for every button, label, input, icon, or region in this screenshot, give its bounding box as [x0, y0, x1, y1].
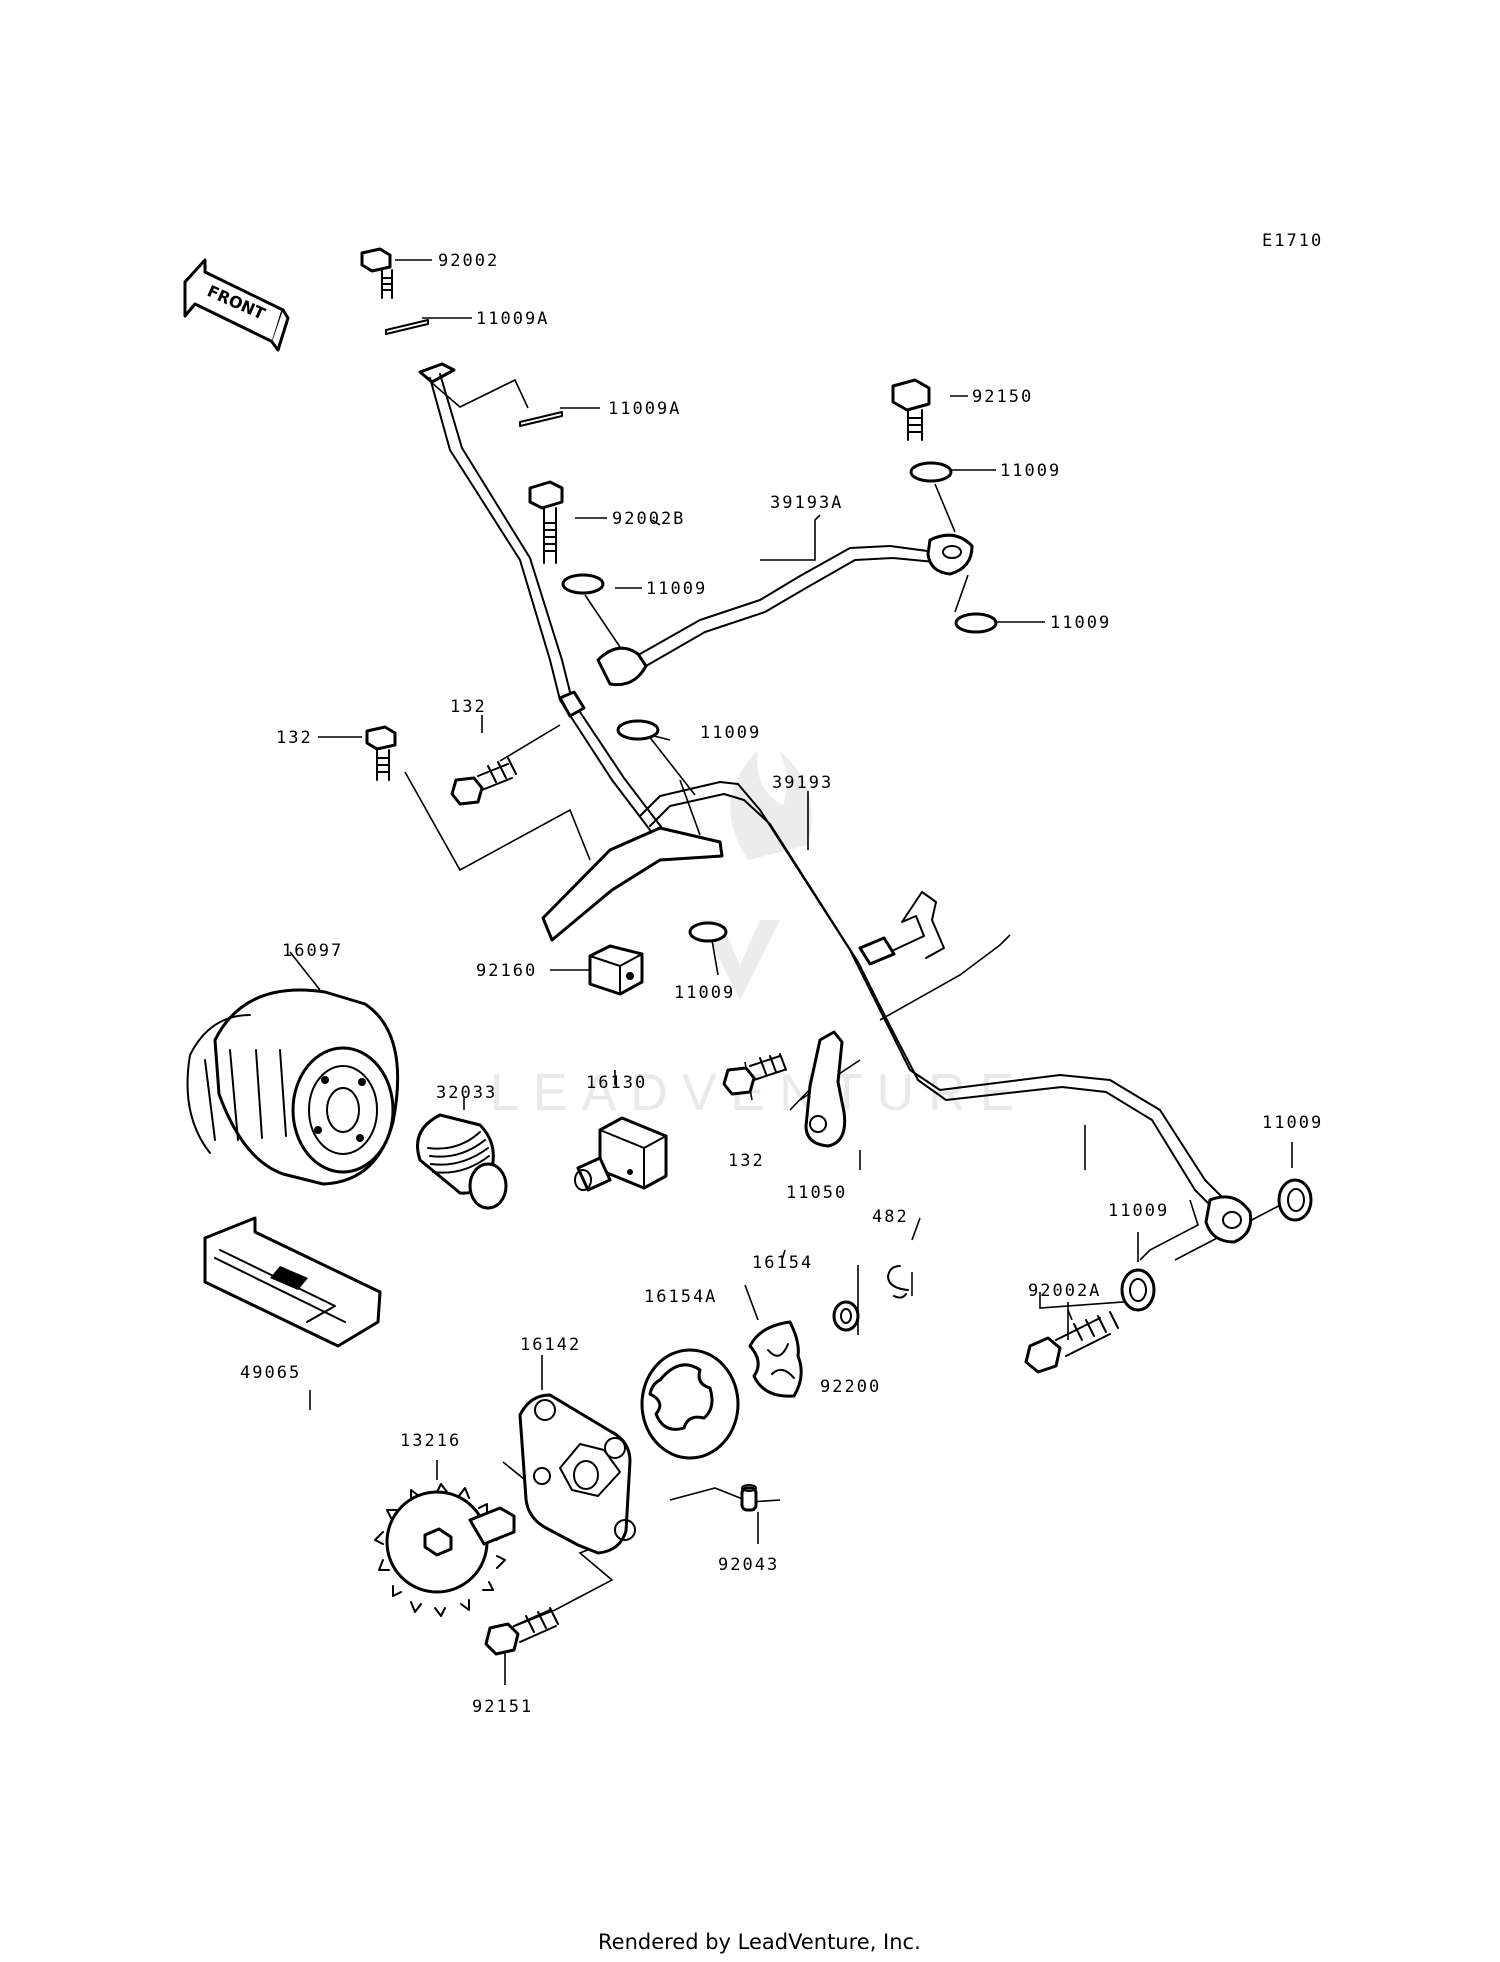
label-16142: 16142: [520, 1335, 581, 1355]
label-11009-c: 11009: [1050, 613, 1111, 633]
label-11009a-2: 11009A: [608, 399, 681, 419]
leader-lines: [289, 259, 1293, 1685]
washer-11009-f-icon: [1277, 1178, 1313, 1222]
label-13216: 13216: [400, 1431, 461, 1451]
dowel-92043-icon: [740, 1484, 758, 1512]
block-92160-icon: [588, 944, 644, 996]
label-49065: 49065: [240, 1363, 301, 1383]
label-132-c: 132: [728, 1151, 765, 1171]
circlip-482-icon: [887, 1265, 909, 1299]
label-11009-d: 11009: [700, 723, 761, 743]
washer-92200-icon: [832, 1300, 860, 1332]
oil-filter-16097-icon: [186, 988, 400, 1186]
front-arrow-icon: FRONT: [183, 258, 290, 352]
watermark-text: LEADVENTURE: [490, 1064, 1028, 1122]
label-92160: 92160: [476, 961, 537, 981]
label-11050: 11050: [786, 1183, 847, 1203]
washer-11009-b-icon: [909, 461, 953, 483]
bolt-92002a-icon: [1024, 1311, 1119, 1374]
label-92002: 92002: [438, 251, 499, 271]
label-39193a: 39193A: [770, 493, 843, 513]
label-11009-e: 11009: [674, 983, 735, 1003]
bolt-132-c-icon: [722, 1053, 787, 1096]
bracket-11050-icon: [804, 1030, 847, 1148]
label-482: 482: [872, 1207, 909, 1227]
washer-11009-d-icon: [616, 719, 660, 741]
washer-11009-g-icon: [1120, 1268, 1156, 1312]
strainer-49065-icon: [203, 1216, 382, 1348]
label-11009-g: 11009: [1108, 1201, 1169, 1221]
bolt-132-b-icon: [450, 757, 517, 806]
part-labels: 92002 11009A 11009A 92002B 11009 39193A …: [240, 251, 1323, 1717]
label-32033: 32033: [436, 1083, 497, 1103]
label-11009-a: 11009: [646, 579, 707, 599]
bolt-132-a-icon: [365, 725, 397, 781]
label-132-a: 132: [450, 697, 487, 717]
spring-32033-icon: [416, 1113, 508, 1210]
label-16154a: 16154A: [644, 1287, 717, 1307]
gear-13216-icon: [374, 1483, 516, 1617]
bolt-92002b-icon: [528, 480, 564, 564]
washer-11009-e-icon: [688, 921, 728, 943]
label-92043: 92043: [718, 1555, 779, 1575]
oil-pipe-39193a-icon: [596, 533, 974, 687]
clip-11009a-1-icon: [385, 319, 429, 335]
watermark: LEADVENTURE: [490, 750, 1028, 1122]
bolt-92151-icon: [484, 1607, 559, 1656]
label-92002a: 92002A: [1028, 1281, 1101, 1301]
clip-11009a-2-icon: [519, 411, 563, 427]
washer-11009-a-icon: [561, 573, 605, 595]
oil-pipe-39193-icon: [639, 781, 1253, 1244]
outer-rotor-16154a-icon: [640, 1348, 740, 1460]
bolt-92002-icon: [360, 247, 393, 299]
label-16130: 16130: [586, 1073, 647, 1093]
label-39193: 39193: [772, 773, 833, 793]
bolt-92150-icon: [891, 378, 931, 441]
label-92002b: 92002B: [612, 509, 685, 529]
parts: [186, 247, 1313, 1656]
bracket-icon: [541, 826, 724, 942]
pump-cover-16142-icon: [518, 1393, 636, 1555]
label-92151: 92151: [472, 1697, 533, 1717]
footer-credit: Rendered by LeadVenture, Inc.: [598, 1930, 921, 1954]
inner-rotor-16154-icon: [748, 1320, 803, 1398]
label-92200: 92200: [820, 1377, 881, 1397]
label-11009-b: 11009: [1000, 461, 1061, 481]
label-16097: 16097: [282, 941, 343, 961]
relief-valve-16130-icon: [574, 1116, 668, 1192]
diagram-code: E1710: [1262, 231, 1323, 251]
label-132-b: 132: [276, 728, 313, 748]
washer-11009-c-icon: [954, 612, 998, 634]
label-92150: 92150: [972, 387, 1033, 407]
label-16154: 16154: [752, 1253, 813, 1273]
oil-pipe-upper-icon: [418, 362, 663, 831]
label-11009-f: 11009: [1262, 1113, 1323, 1133]
label-11009a-1: 11009A: [476, 309, 549, 329]
